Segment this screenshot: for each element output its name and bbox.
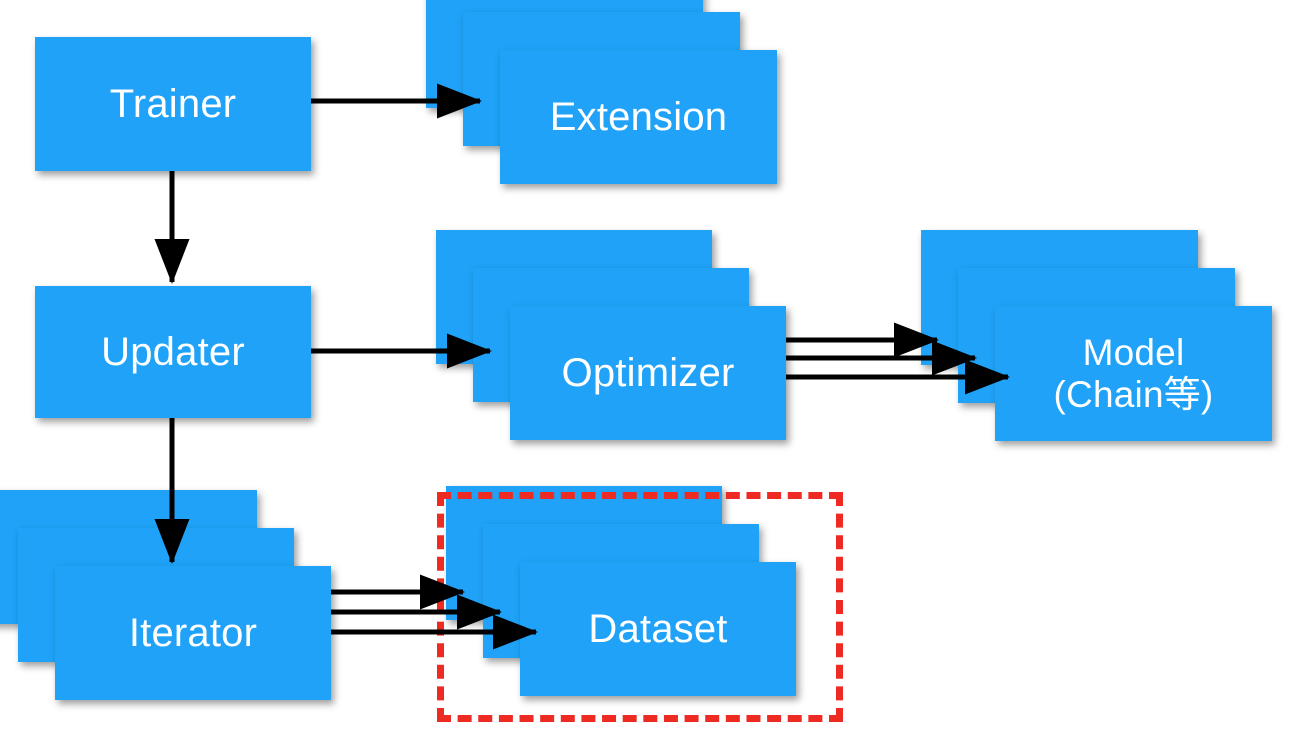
card-trainer-front[interactable]: Trainer: [35, 37, 311, 171]
node-label-dataset: Dataset: [588, 606, 728, 651]
card-extension-front[interactable]: Extension: [500, 50, 777, 184]
card-model-front[interactable]: Model (Chain等): [995, 306, 1272, 441]
node-label-model: Model (Chain等): [1053, 332, 1214, 415]
node-label-extension: Extension: [549, 94, 728, 139]
node-label-trainer: Trainer: [109, 81, 237, 126]
card-iterator-front[interactable]: Iterator: [55, 566, 331, 700]
node-label-optimizer: Optimizer: [561, 350, 735, 395]
card-dataset-front[interactable]: Dataset: [520, 562, 796, 696]
node-label-iterator: Iterator: [128, 610, 258, 655]
node-label-updater: Updater: [101, 329, 245, 374]
card-optimizer-front[interactable]: Optimizer: [510, 306, 786, 440]
card-updater-front[interactable]: Updater: [35, 286, 311, 418]
dataset-highlight-box: [437, 492, 843, 722]
